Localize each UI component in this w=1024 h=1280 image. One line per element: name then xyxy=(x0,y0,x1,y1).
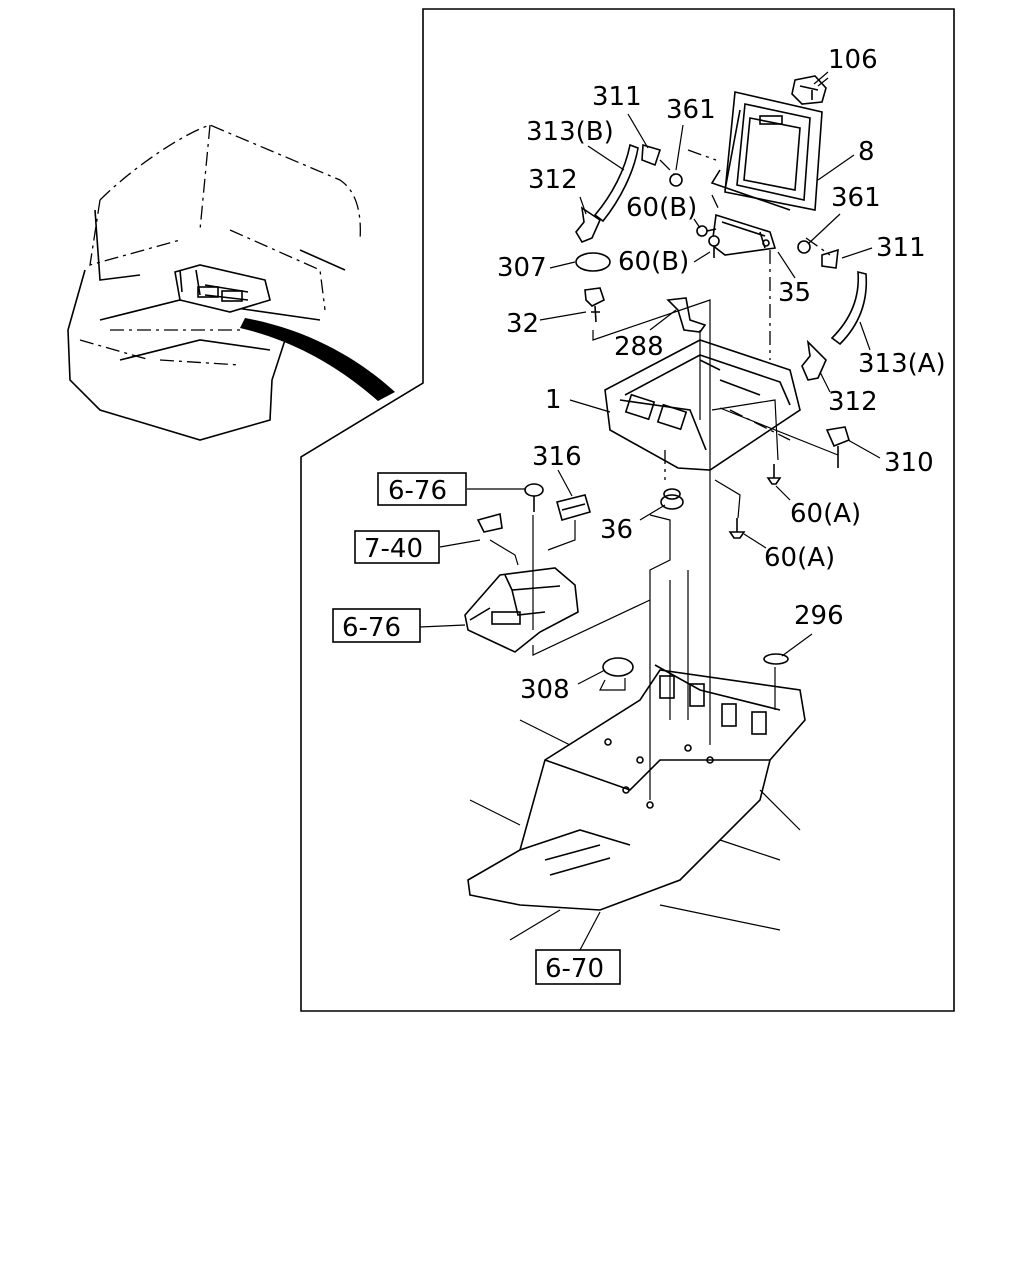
label-296: 296 xyxy=(794,601,844,631)
label-106: 106 xyxy=(828,45,878,75)
callout-labels: 106 311 361 313(B) 8 312 60(B) 361 311 3… xyxy=(342,45,946,984)
label-60b-lower: 60(B) xyxy=(618,247,689,277)
part-32-clip xyxy=(584,287,605,323)
ref-label-676-lower: 6-76 xyxy=(342,613,401,643)
label-312-right: 312 xyxy=(828,387,878,417)
label-1: 1 xyxy=(545,385,562,415)
lower-console-676 xyxy=(464,567,579,653)
label-288: 288 xyxy=(614,332,664,362)
part-313a-strap xyxy=(830,270,868,346)
label-8: 8 xyxy=(858,137,875,167)
ref-label-670: 6-70 xyxy=(545,954,604,984)
part-361-ring-left xyxy=(669,173,683,187)
part-313b-strap xyxy=(593,143,639,223)
label-32: 32 xyxy=(506,309,539,339)
part-740-clip xyxy=(476,512,503,533)
part-676-screw xyxy=(524,483,544,512)
part-60a-screw-upper xyxy=(766,464,782,485)
part-36-grommet xyxy=(660,488,684,510)
label-361-right: 361 xyxy=(831,183,881,213)
ref-label-740: 7-40 xyxy=(364,534,423,564)
label-313a: 313(A) xyxy=(858,349,946,379)
ref-label-676-upper: 6-76 xyxy=(388,476,447,506)
part-8-frame xyxy=(710,91,823,211)
label-361-top: 361 xyxy=(666,95,716,125)
part-106-clip xyxy=(791,75,829,105)
part-311-clip-left xyxy=(641,143,662,167)
part-316-clip xyxy=(556,494,591,521)
assembly-lines xyxy=(489,149,839,800)
ref-box-676-upper xyxy=(377,472,467,506)
label-60a-lower: 60(A) xyxy=(764,543,835,573)
label-60a-upper: 60(A) xyxy=(790,499,861,529)
part-60b-screw-upper xyxy=(696,225,717,237)
ref-box-740 xyxy=(354,530,440,564)
part-307-cap xyxy=(575,252,611,272)
label-313b: 313(B) xyxy=(526,117,614,147)
label-35: 35 xyxy=(778,278,811,308)
label-60b-upper: 60(B) xyxy=(626,193,697,223)
part-312-hook-right xyxy=(801,339,827,381)
callout-arrow xyxy=(240,318,395,401)
diagram-frame xyxy=(300,8,955,1012)
part-60a-screw-lower xyxy=(728,518,746,539)
ref-box-670 xyxy=(535,949,621,985)
label-36: 36 xyxy=(600,515,633,545)
label-310: 310 xyxy=(884,448,934,478)
part-60b-screw-lower xyxy=(708,235,720,258)
label-308: 308 xyxy=(520,675,570,705)
part-312-hook-left xyxy=(575,206,602,243)
label-307: 307 xyxy=(497,253,547,283)
label-312-top: 312 xyxy=(528,165,578,195)
part-288-bracket xyxy=(666,297,707,333)
label-311-right: 311 xyxy=(876,233,926,263)
part-311-clip-right xyxy=(821,248,839,269)
part-296-grommet xyxy=(763,653,789,665)
part-310-pin xyxy=(825,426,850,468)
floor-base-670 xyxy=(467,664,806,941)
leader-lines xyxy=(419,71,881,951)
part-35-bracket xyxy=(711,213,777,256)
label-316: 316 xyxy=(532,442,582,472)
ref-box-676-lower xyxy=(332,608,421,643)
part-308-cap xyxy=(602,657,634,677)
part-1-console xyxy=(604,339,801,471)
label-311-top: 311 xyxy=(592,82,642,112)
cab-overview-inset xyxy=(67,124,395,441)
part-361-ring-right xyxy=(797,240,811,254)
